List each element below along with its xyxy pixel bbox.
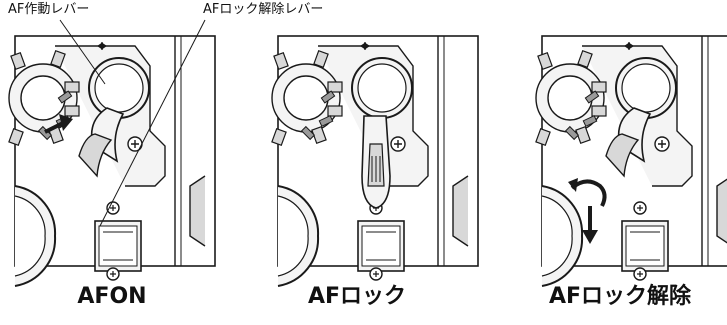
caption-afon: AFON [77,284,147,309]
caption-af-lock: AFロック [307,284,407,309]
panel-af-lock [270,35,479,287]
caption-af-lock-release: AFロック解除 [548,284,692,309]
panel-af-lock-release [534,35,727,287]
af-lock-release-leader-line [99,19,206,227]
af-lever-callout: AF作動レバー [8,2,90,17]
af-lock-release-lever-callout: AFロック解除レバー [203,2,324,17]
panel-afon [7,35,217,287]
af-lever-leader-line [59,19,106,85]
